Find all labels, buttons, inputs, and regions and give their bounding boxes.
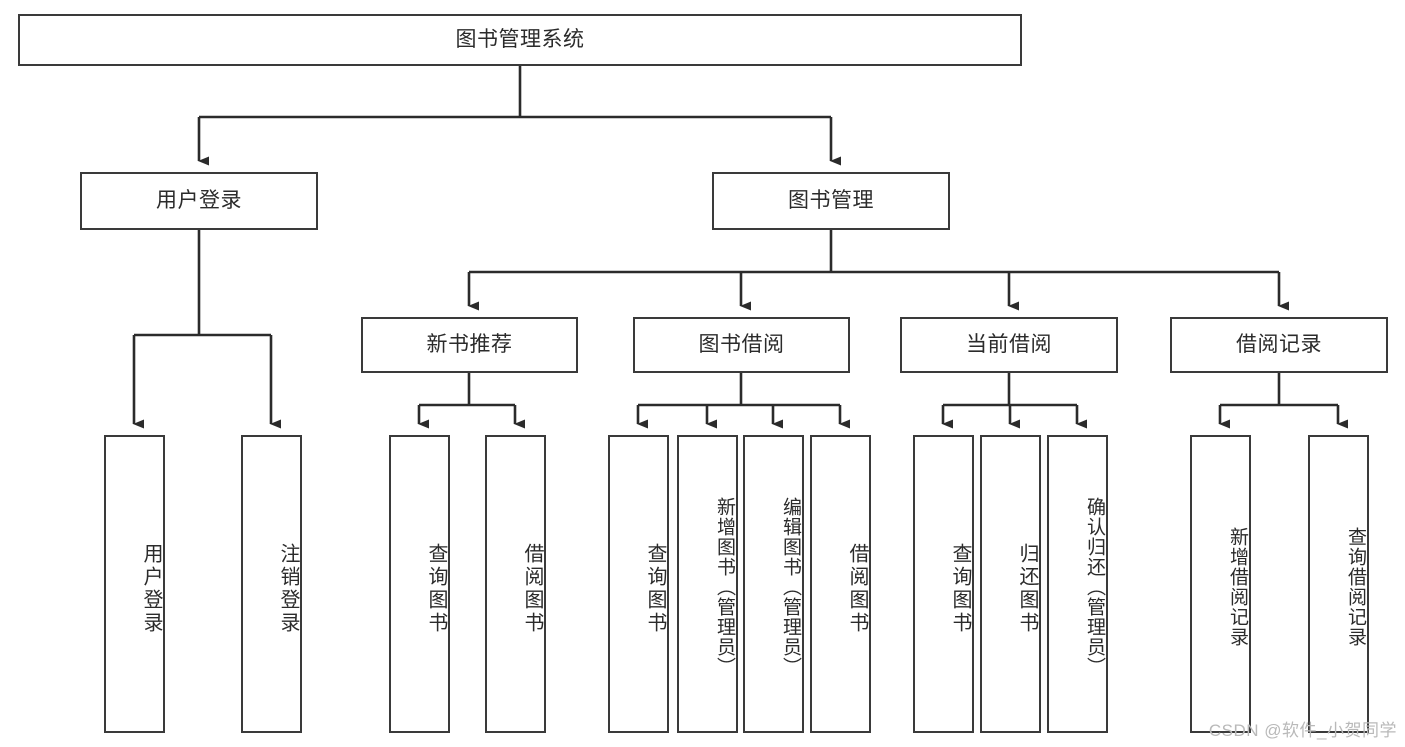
node-label: 查询图书 (949, 543, 971, 635)
node-leaf-归还图书: 归还图书 (980, 435, 1041, 733)
node-level2-新书推荐: 新书推荐 (361, 317, 578, 373)
node-leaf-查询图书: 查询图书 (608, 435, 669, 733)
node-level1-图书管理: 图书管理 (712, 172, 950, 230)
node-label: 图书管理系统 (455, 27, 585, 51)
node-root-图书管理系统: 图书管理系统 (18, 14, 1022, 66)
node-label: 用户登录 (156, 188, 242, 212)
node-label: 新增图书（管理员） (714, 497, 735, 677)
csdn-watermark: CSDN @软件_小贺同学 (1208, 721, 1397, 740)
node-leaf-查询图书: 查询图书 (389, 435, 450, 733)
node-leaf-编辑图书（管理员）: 编辑图书（管理员） (743, 435, 804, 733)
node-label: 图书管理 (788, 188, 874, 212)
node-leaf-借阅图书: 借阅图书 (810, 435, 871, 733)
node-label: 查询借阅记录 (1345, 527, 1366, 647)
node-leaf-注销登录: 注销登录 (241, 435, 302, 733)
node-leaf-查询借阅记录: 查询借阅记录 (1308, 435, 1369, 733)
node-leaf-新增图书（管理员）: 新增图书（管理员） (677, 435, 738, 733)
node-label: 查询图书 (425, 543, 447, 635)
node-leaf-借阅图书: 借阅图书 (485, 435, 546, 733)
node-level1-用户登录: 用户登录 (80, 172, 318, 230)
node-label: 编辑图书（管理员） (780, 497, 801, 677)
node-leaf-确认归还（管理员）: 确认归还（管理员） (1047, 435, 1108, 733)
node-label: 确认归还（管理员） (1084, 497, 1105, 677)
node-label: 用户登录 (140, 543, 162, 635)
node-leaf-新增借阅记录: 新增借阅记录 (1190, 435, 1251, 733)
node-label: 当前借阅 (966, 332, 1052, 356)
node-label: 借阅记录 (1236, 332, 1322, 356)
node-label: 借阅图书 (846, 543, 868, 635)
node-level2-图书借阅: 图书借阅 (633, 317, 850, 373)
node-label: 查询图书 (644, 543, 666, 635)
node-leaf-用户登录: 用户登录 (104, 435, 165, 733)
node-label: 新书推荐 (426, 332, 513, 356)
node-label: 图书借阅 (698, 332, 785, 356)
node-level2-借阅记录: 借阅记录 (1170, 317, 1388, 373)
node-label: 归还图书 (1016, 543, 1038, 635)
node-label: 新增借阅记录 (1227, 527, 1248, 647)
node-leaf-查询图书: 查询图书 (913, 435, 974, 733)
node-level2-当前借阅: 当前借阅 (900, 317, 1118, 373)
node-label: 注销登录 (277, 543, 299, 635)
node-label: 借阅图书 (521, 543, 543, 635)
